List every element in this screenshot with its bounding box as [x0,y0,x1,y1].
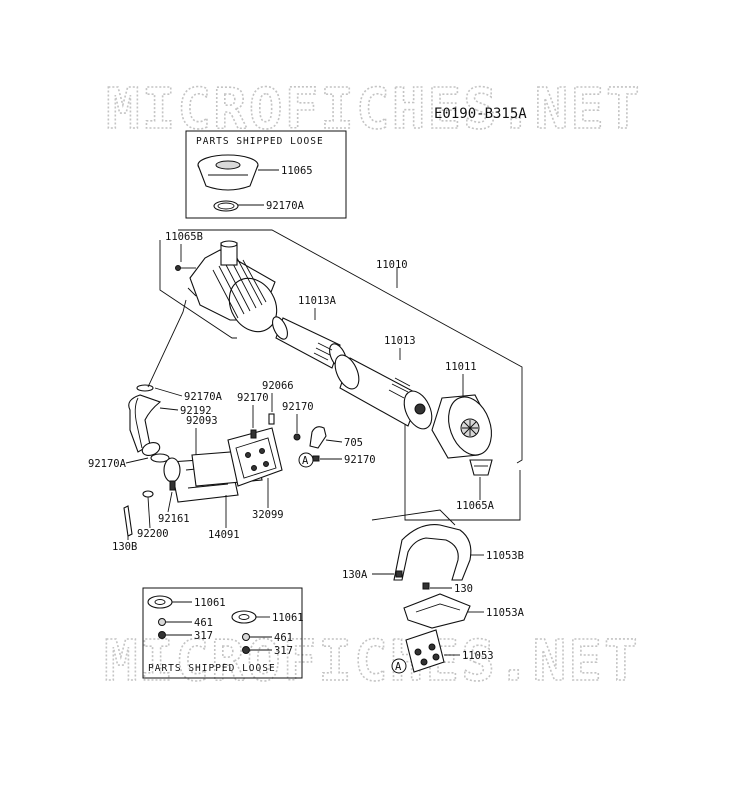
label-130A: 130A [342,569,368,581]
label-92066: 92066 [262,380,294,392]
breather-tube-part [309,426,327,449]
label-92170-b: 92170 [282,401,314,413]
label-130: 130 [454,583,473,595]
callout-a-lower: A [391,658,407,674]
label-705: 705 [344,437,363,449]
clamp-92170-c [312,455,320,462]
callout-a-lower-letter: A [395,661,402,673]
label-11010: 11010 [376,259,408,271]
bottom-box-title: PARTS SHIPPED LOOSE [148,663,276,674]
gasket-11061-a [147,595,173,609]
label-11013: 11013 [384,335,416,347]
nut-317-a [158,631,166,639]
washer-461-b [242,633,250,641]
bolt-92170-a [250,429,257,439]
label-92170-a: 92170 [237,392,269,404]
nut-317-b [242,646,250,654]
callout-a-upper-letter: A [302,455,309,467]
label-461-b: 461 [274,632,293,644]
washer-461-a [158,618,166,626]
bracket-11053-part [405,629,445,673]
label-317-b: 317 [274,645,293,657]
top-box-title: PARTS SHIPPED LOOSE [196,136,324,147]
air-cleaner-assembly-outline [159,229,523,521]
label-11053B: 11053B [486,550,524,562]
bottom-loose-parts-box: PARTS SHIPPED LOOSE 11061 461 317 11061 … [142,587,304,679]
hose-clamp-lower-part [150,453,170,463]
precleaner-cap-part [197,154,259,191]
bolt-130B [123,505,133,537]
label-92192: 92192 [180,405,212,417]
label-92161: 92161 [158,513,190,525]
nut-130 [422,582,430,590]
label-11061-b: 11061 [272,612,304,624]
air-cleaner-cover-part [431,394,492,459]
mounting-band-part [393,524,472,581]
label-14091: 14091 [208,529,240,541]
callout-a-upper: A [298,452,314,468]
label-130B: 130B [112,541,137,553]
bolt-92066 [268,413,275,425]
evacuator-valve-part [469,459,493,476]
label-11053: 11053 [462,650,494,662]
label-11065: 11065 [281,165,313,177]
label-11061-a: 11061 [194,597,226,609]
label-11065B: 11065B [165,231,203,243]
diagram-code: E0190-B315A [434,106,527,122]
outer-element-part [334,354,433,430]
intake-hose-part [128,394,162,456]
label-92170A-left: 92170A [88,458,127,470]
label-11013A: 11013A [298,295,337,307]
label-317-a: 317 [194,630,213,642]
label-92170A-hose: 92170A [184,391,223,403]
top-clamp-part [213,200,239,212]
label-11065A: 11065A [456,500,495,512]
mounting-bracket-part [227,427,283,487]
label-92200: 92200 [137,528,169,540]
label-92093: 92093 [186,415,218,427]
gasket-11061-b [231,610,257,624]
bracket-11053A-part [403,593,471,629]
air-cleaner-body-part [175,240,278,333]
bolt-92161 [169,480,176,491]
hose-clamp-upper-part [136,384,154,392]
washer-92200 [142,490,154,498]
watermark-bottom: MICROFICHES.NET [104,629,640,694]
nut-92170-b [293,433,301,441]
watermark-top: MICROFICHES.NET [106,77,642,142]
label-92170A-top: 92170A [266,200,305,212]
label-32099: 32099 [252,509,284,521]
bolt-130A [395,570,403,578]
label-461-a: 461 [194,617,213,629]
label-11053A: 11053A [486,607,525,619]
label-92170-c: 92170 [344,454,376,466]
label-11011: 11011 [445,361,477,373]
top-loose-parts-box: PARTS SHIPPED LOOSE 11065 92170A [185,130,347,219]
